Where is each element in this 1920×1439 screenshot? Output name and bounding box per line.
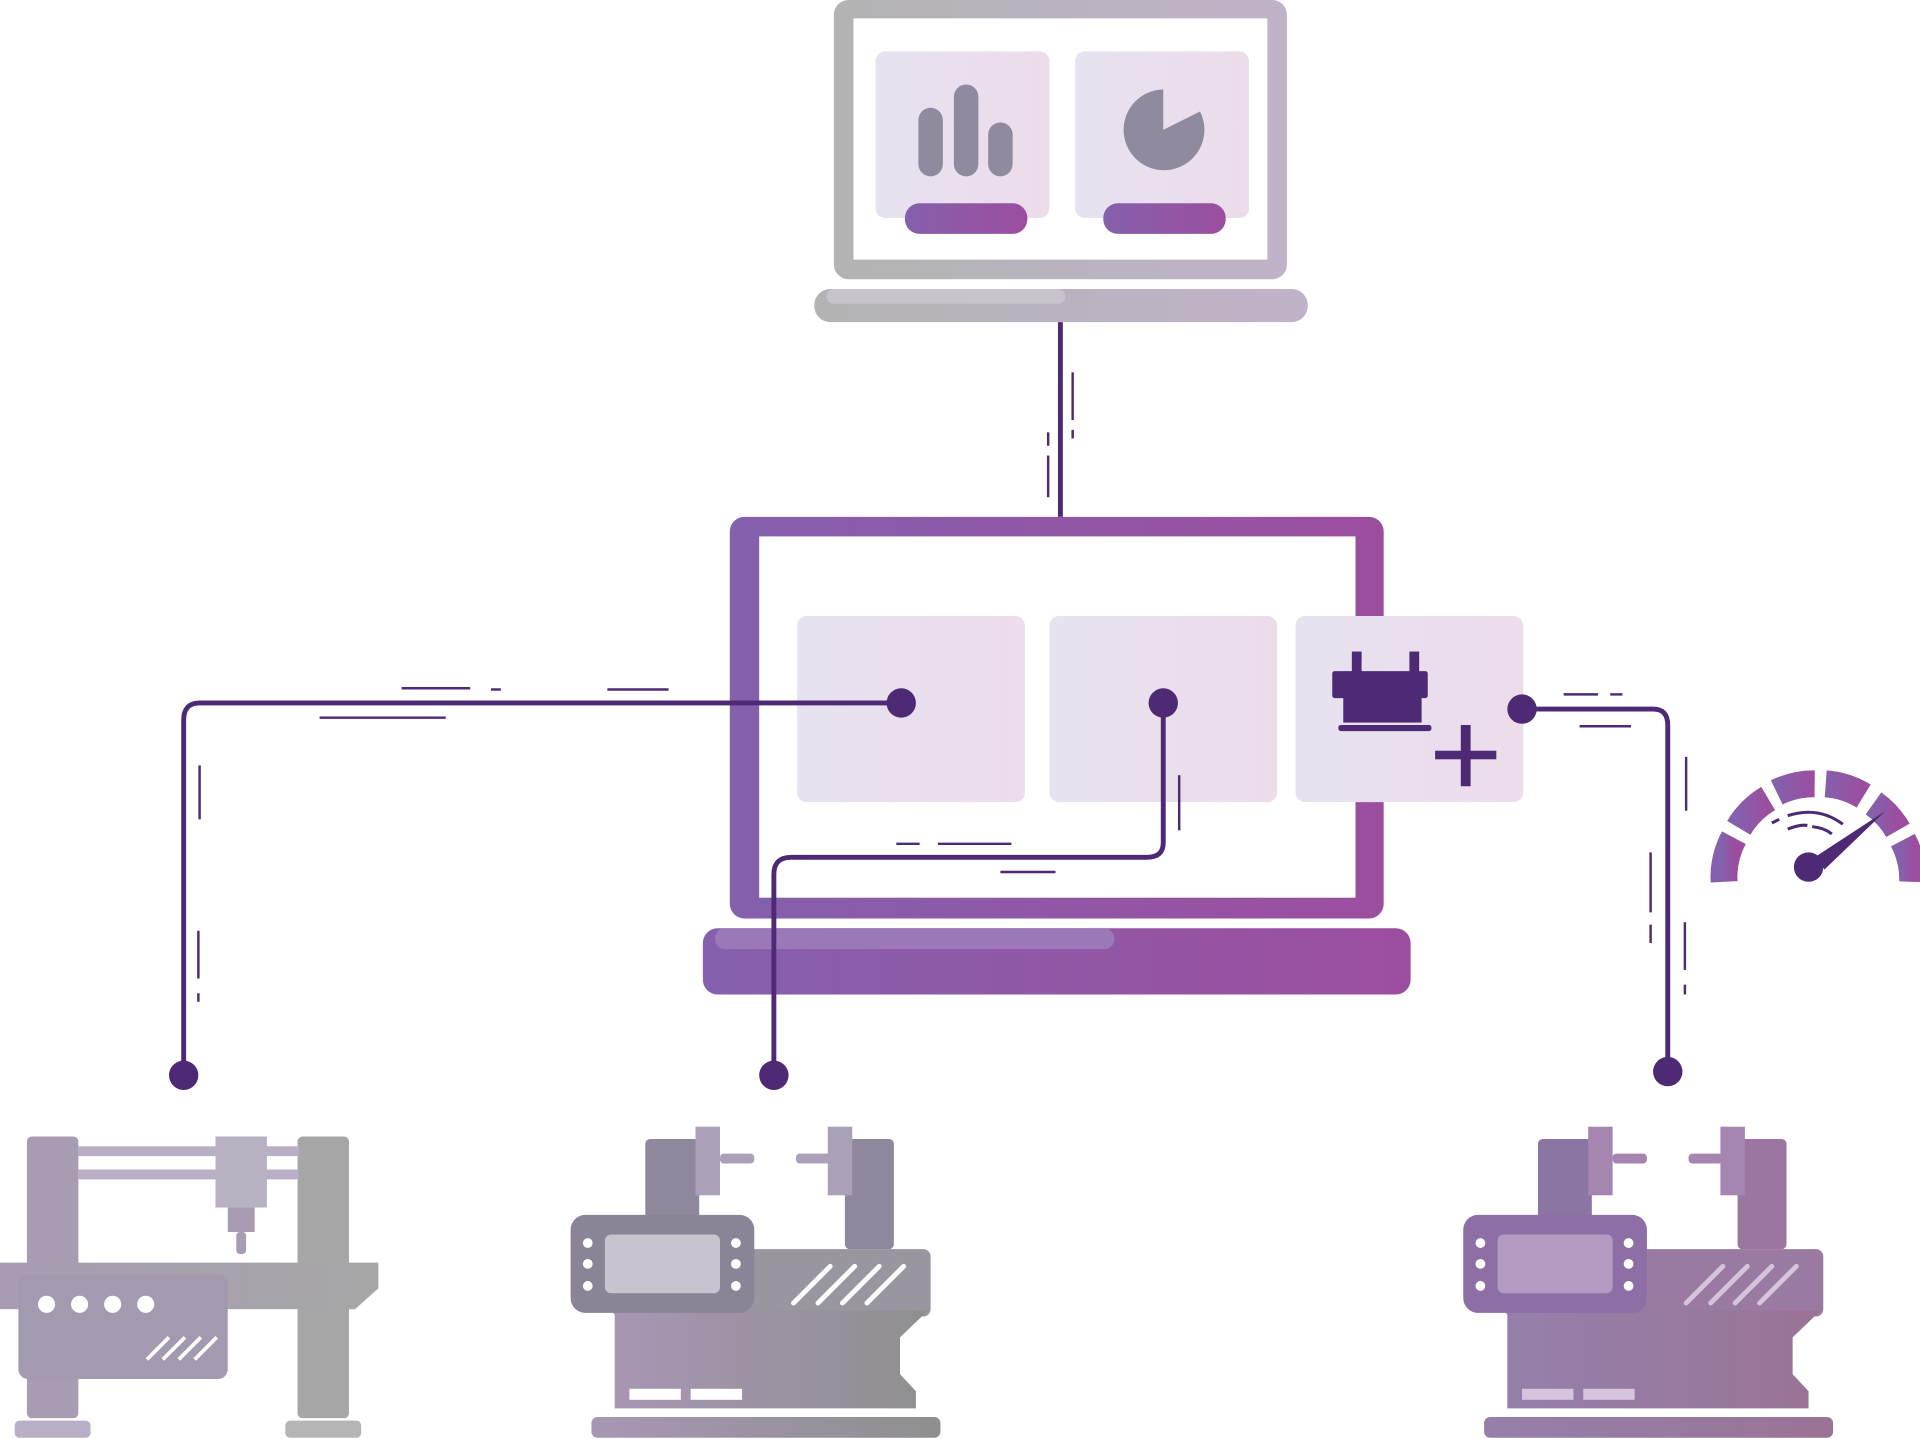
cnc-gantry-machine-icon bbox=[0, 1136, 379, 1438]
speedometer-icon bbox=[1710, 770, 1920, 883]
lathe-machine-icon bbox=[570, 1126, 941, 1438]
connection-nodes bbox=[168, 688, 1683, 1090]
connector-line bbox=[1046, 322, 1074, 517]
lathe-machine-icon bbox=[1463, 1126, 1834, 1438]
laptop-hub-icon bbox=[702, 516, 1524, 995]
bar-chart-icon bbox=[875, 51, 1050, 234]
connector-lines bbox=[181, 700, 1671, 1076]
machine-add-icon bbox=[1332, 651, 1497, 787]
pie-chart-icon bbox=[1075, 51, 1249, 234]
laptop-dashboard-icon bbox=[814, 0, 1308, 323]
dash-marks bbox=[197, 687, 1688, 1002]
